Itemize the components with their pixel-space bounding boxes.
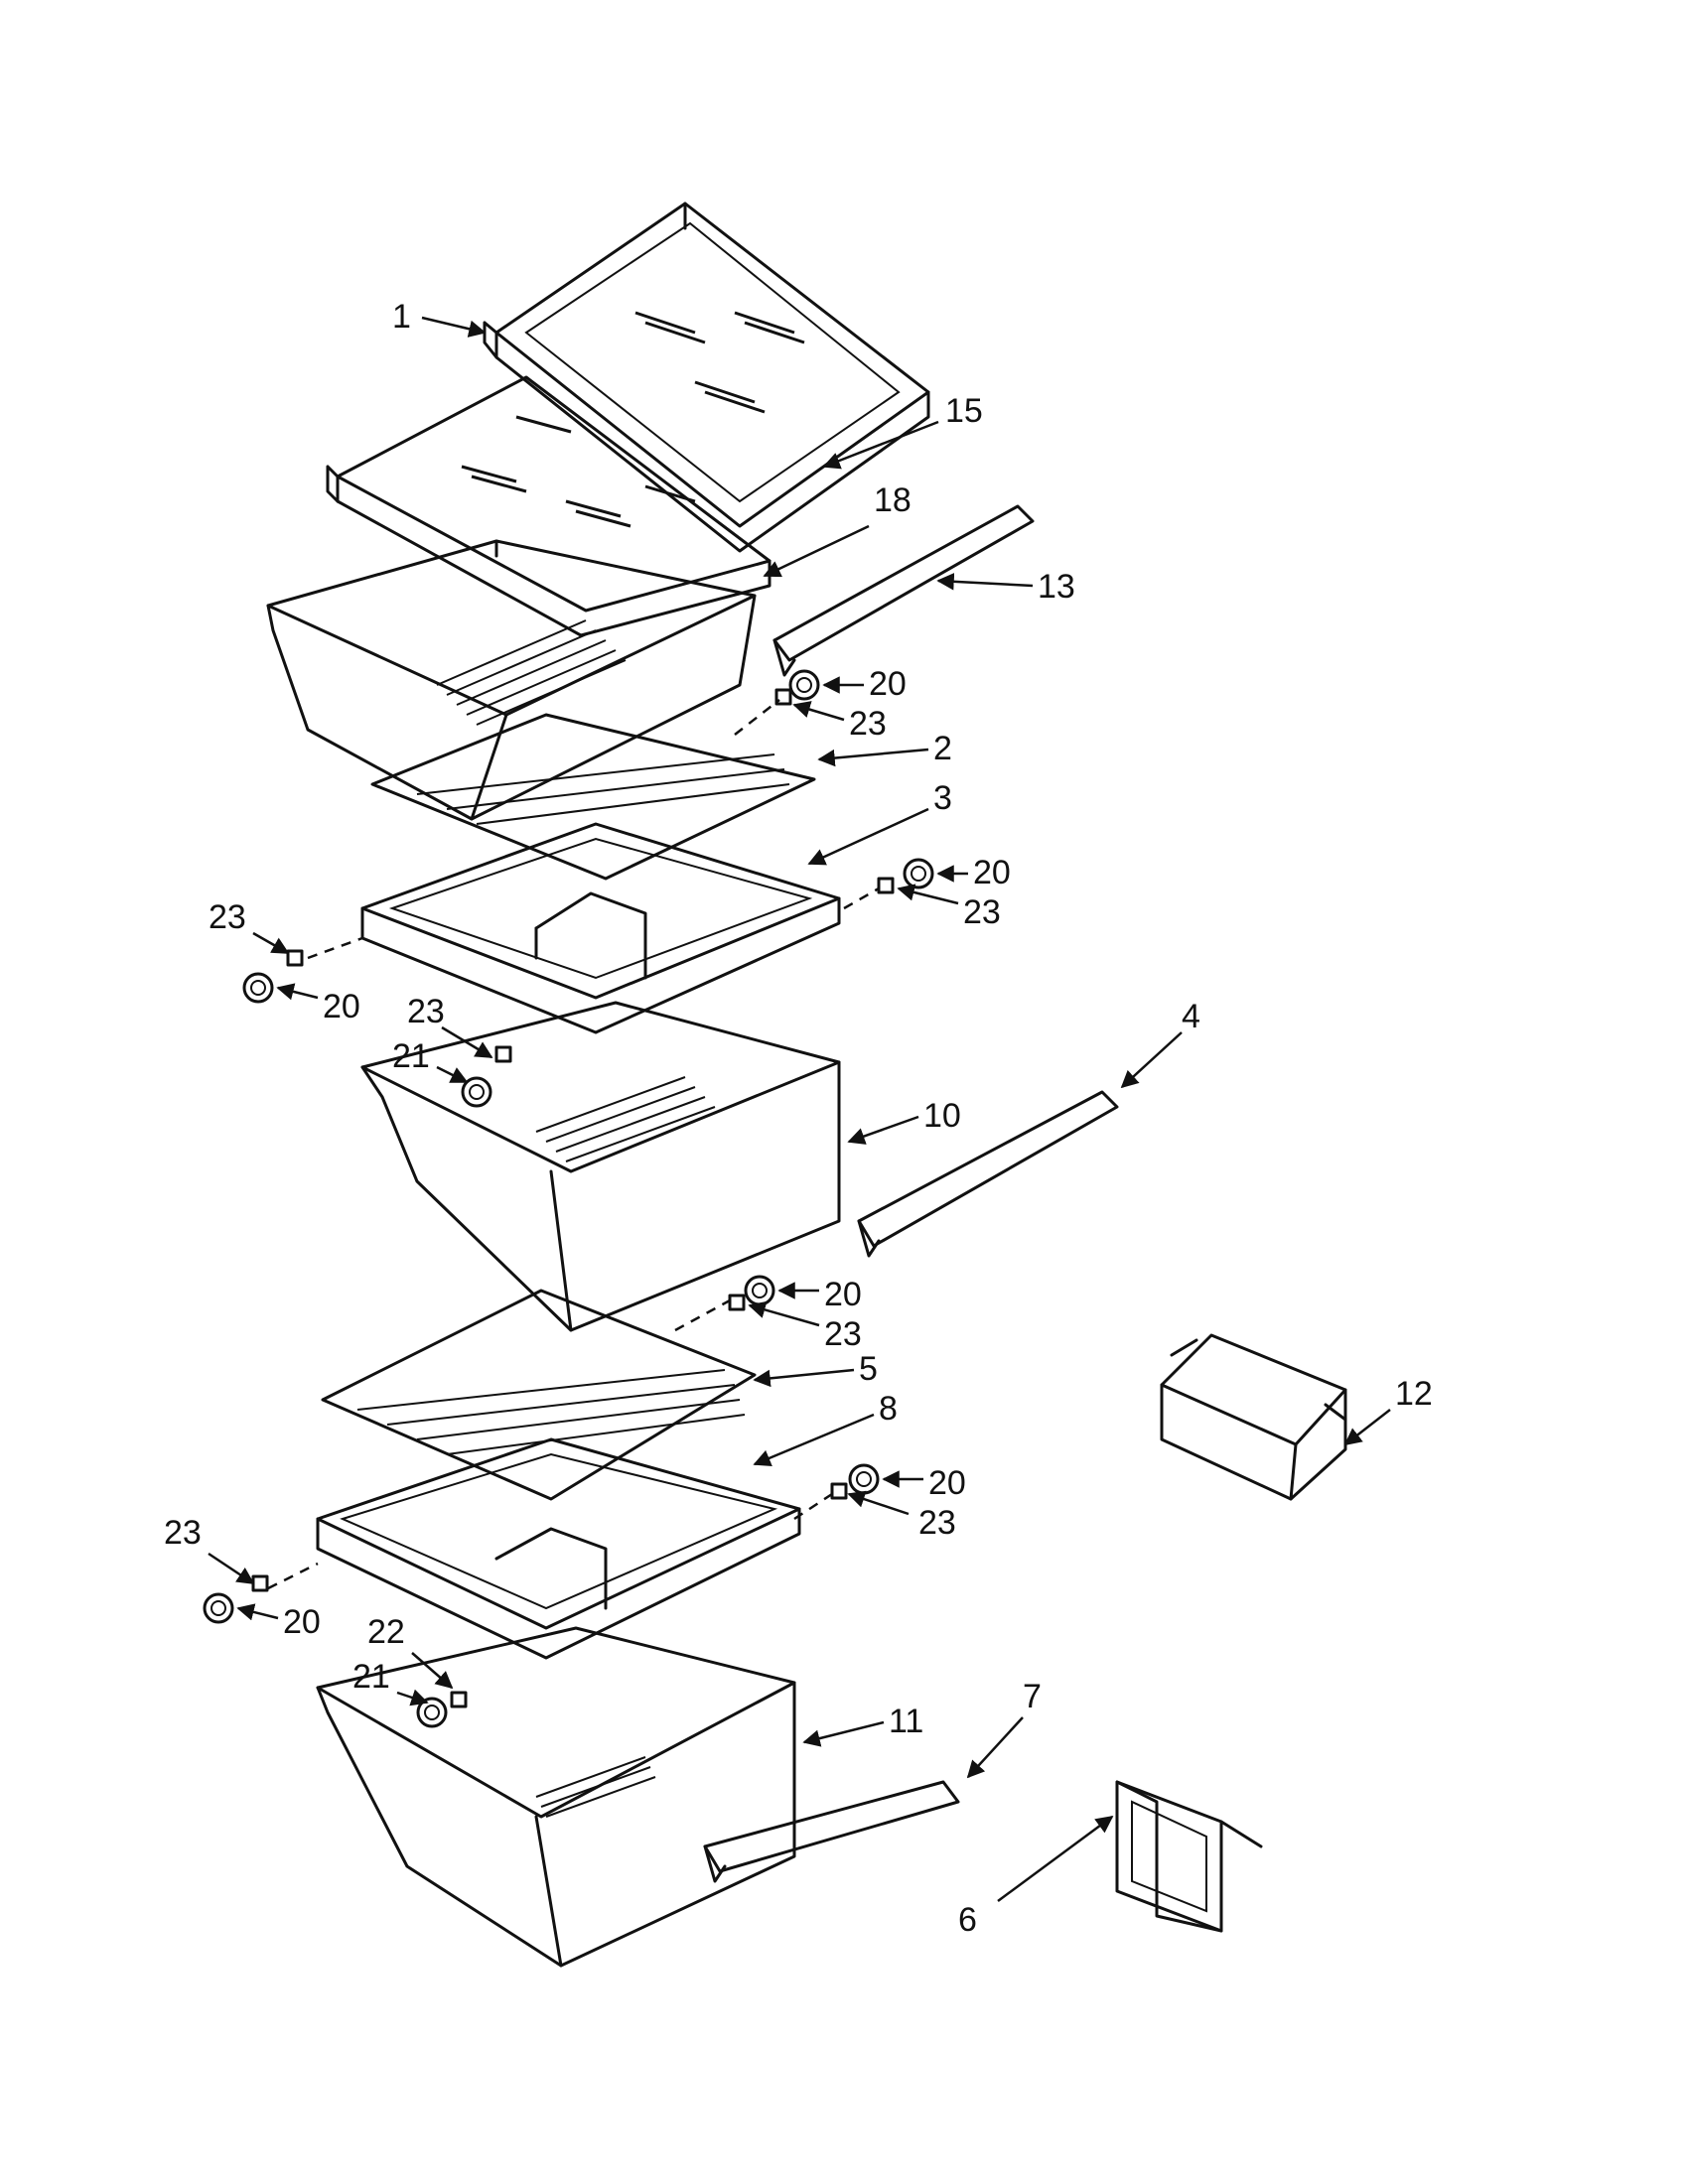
label-23c: 23 [209, 898, 246, 936]
bracket-6 [1115, 1780, 1263, 1933]
label-20e: 20 [928, 1464, 966, 1502]
door-bin-12 [1160, 1333, 1347, 1501]
label-15: 15 [945, 392, 983, 430]
label-23g: 23 [164, 1514, 202, 1552]
label-23e: 23 [824, 1315, 862, 1353]
crisper-cover-glass [370, 713, 816, 881]
callout-labels: 1 15 18 13 20 23 2 3 20 23 23 20 23 21 4… [164, 298, 1433, 1939]
glass-shelf-top [483, 202, 930, 553]
label-2: 2 [933, 730, 952, 767]
glass-shelf-second [326, 375, 772, 637]
label-20b: 20 [973, 854, 1011, 891]
label-23a: 23 [849, 705, 887, 743]
wheel-group [203, 669, 934, 1728]
label-20d: 20 [824, 1276, 862, 1313]
label-23f: 23 [918, 1504, 956, 1542]
screw-group [251, 688, 895, 1708]
leader-lines [208, 316, 1391, 1903]
crisper-drawer-10 [360, 1001, 841, 1332]
crisper-frame-8 [316, 1437, 801, 1660]
label-20f: 20 [283, 1603, 321, 1641]
label-10: 10 [923, 1097, 961, 1135]
label-3: 3 [933, 779, 952, 817]
label-12: 12 [1395, 1375, 1433, 1413]
label-21b: 21 [352, 1658, 390, 1696]
rail-13 [772, 504, 1035, 677]
label-6: 6 [958, 1901, 977, 1939]
axis-lines [267, 699, 880, 1590]
label-13: 13 [1038, 568, 1075, 606]
label-20a: 20 [869, 665, 907, 703]
label-5: 5 [859, 1350, 878, 1388]
label-22: 22 [367, 1613, 405, 1651]
crisper-cover-glass-5 [321, 1289, 757, 1501]
label-7: 7 [1023, 1678, 1042, 1715]
label-23b: 23 [963, 893, 1001, 931]
label-21a: 21 [392, 1037, 430, 1075]
label-11: 11 [889, 1703, 923, 1740]
label-20c: 20 [323, 988, 360, 1025]
label-8: 8 [879, 1390, 898, 1428]
crisper-drawer-top [266, 539, 757, 821]
crisper-drawer-11 [316, 1626, 796, 1968]
label-18: 18 [874, 481, 912, 519]
rail-4 [857, 1090, 1119, 1258]
label-1: 1 [392, 298, 411, 336]
label-23d: 23 [407, 993, 445, 1030]
rail-7 [703, 1780, 960, 1883]
crisper-frame-3 [360, 822, 841, 1034]
label-4: 4 [1182, 998, 1200, 1035]
